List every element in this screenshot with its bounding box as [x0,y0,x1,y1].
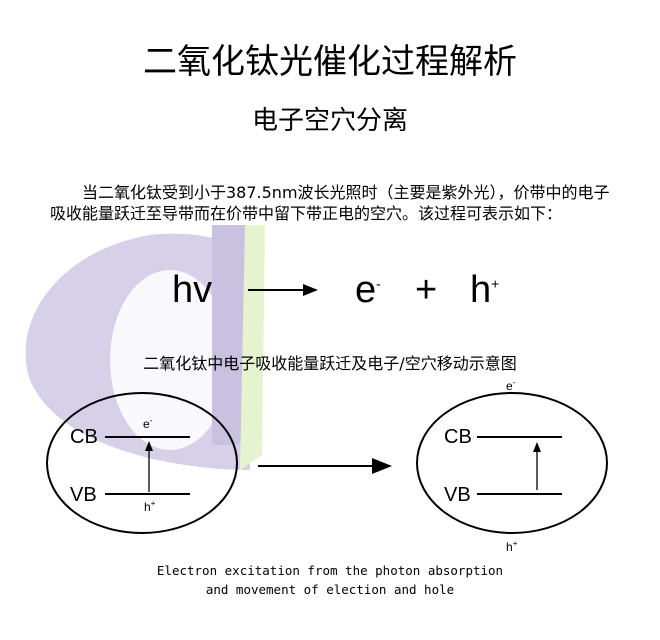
left-particle-ellipse [46,392,238,534]
right-electron-label: e- [506,378,516,394]
diagram-title: 二氧化钛中电子吸收能量跃迁及电子/空穴移动示意图 [143,354,517,373]
right-cb-label: CB [444,426,472,448]
watermark-cutout [110,270,230,450]
left-electron-label: e- [143,416,153,432]
right-particle-ellipse [416,392,608,534]
equation-electron: e- [355,269,381,311]
equation-hole: h+ [470,269,500,311]
watermark-green-bar [240,225,265,470]
right-hole-label: h+ [506,539,518,555]
page-title: 二氧化钛光催化过程解析 [143,42,517,82]
intro-paragraph: 当二氧化钛受到小于387.5nm波长光照时（主要是紫外光），价带中的电子吸收能量… [50,183,610,223]
equation-plus: + [415,269,438,311]
page-subtitle: 电子空穴分离 [251,106,408,136]
left-vb-label: VB [70,484,97,506]
right-vb-label: VB [444,484,471,506]
caption-line-1: Electron excitation from the photon abso… [156,563,504,578]
left-cb-label: CB [70,426,98,448]
caption-line-2: and movement of election and hole [205,582,455,597]
left-hole-label: h+ [144,499,156,515]
equation-reactant: hv [172,269,213,311]
